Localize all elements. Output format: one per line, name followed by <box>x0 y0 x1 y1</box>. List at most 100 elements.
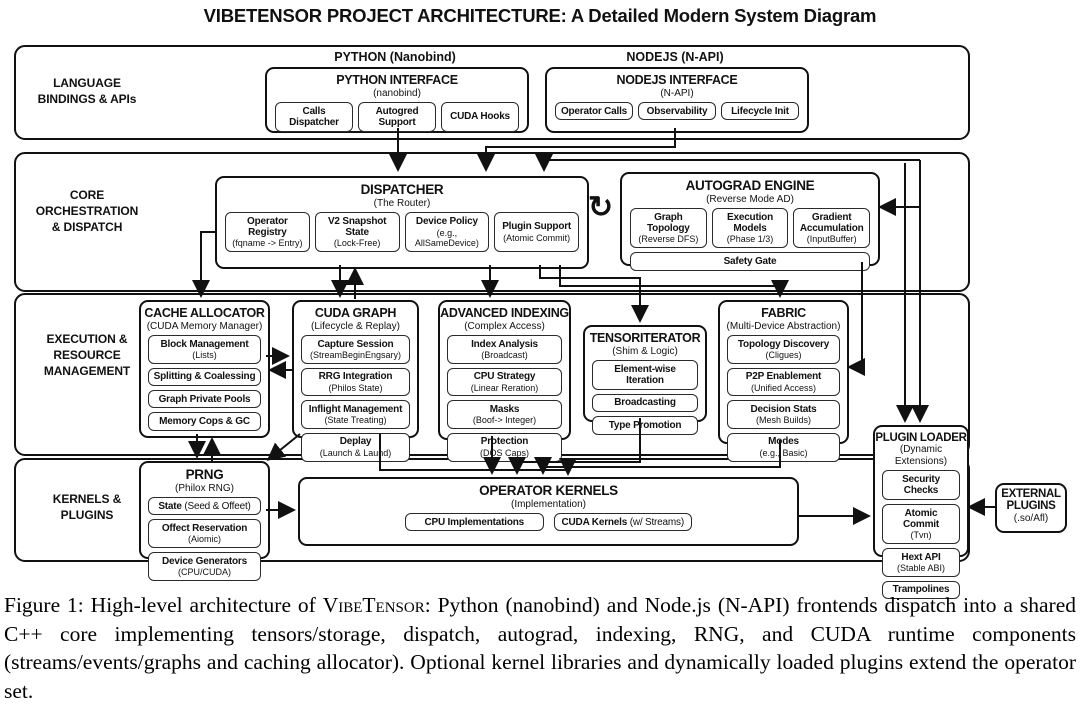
box-subtitle: (The Router) <box>373 197 431 209</box>
chip: Atomic Commit(Tvn) <box>882 504 960 545</box>
caption-prefix: Figure 1: High-level architecture of <box>4 593 323 617</box>
chip: Execution Models(Phase 1/3) <box>711 208 789 249</box>
python-interface-box: PYTHON INTERFACE (nanobind) Calls Dispat… <box>265 67 529 133</box>
box-subtitle: (N-API) <box>660 87 694 99</box>
chip: Autogred Support <box>358 102 436 132</box>
box-subtitle: (Philox RNG) <box>175 482 234 494</box>
cache-allocator-box: CACHE ALLOCATOR (CUDA Memory Manager) Bl… <box>139 300 270 438</box>
chip-list: Topology Discovery(Cligues) P2P Enablemen… <box>720 335 847 462</box>
chip: Topology Discovery(Cligues) <box>727 335 840 364</box>
chip: Safety Gate <box>630 252 870 271</box>
chip: Gradient Accumulation(InputBuffer) <box>793 208 871 249</box>
chip: Operator Registry(fqname -> Entry) <box>225 212 310 253</box>
box-subtitle: (CUDA Memory Manager) <box>146 320 263 332</box>
cuda-graph-box: CUDA GRAPH (Lifecycle & Replay) Capture … <box>292 300 419 462</box>
fabric-box: FABRIC (Multi-Device Abstraction) Topolo… <box>718 300 849 462</box>
autograd-engine-box: AUTOGRAD ENGINE (Reverse Mode AD) Graph … <box>620 172 880 271</box>
box-title: NODEJS INTERFACE <box>616 73 738 87</box>
chip: Lifecycle Init <box>721 102 799 121</box>
box-subtitle: (Shim & Logic) <box>612 345 678 357</box>
box-title: PYTHON INTERFACE <box>336 73 458 87</box>
chip-list: Block Management(Lists) Splitting & Coale… <box>141 335 268 431</box>
chip: Block Management(Lists) <box>148 335 261 364</box>
chip: Masks(Boof-> Integer) <box>447 400 562 429</box>
nodejs-group-header: NODEJS (N-API) <box>626 50 724 64</box>
chip: Modes(e.g., Basic) <box>727 432 840 462</box>
chip: Device Generators(CPU/CUDA) <box>148 552 261 581</box>
chip-list: Index Analysis(Broadcast) CPU Strategy(Li… <box>440 335 569 462</box>
plugin-loader-box: PLUGIN LOADER (Dynamic Extensions) Secur… <box>873 425 969 600</box>
chip: CUDA Kernels (w/ Streams) <box>553 513 692 532</box>
caption-brand: VibeTensor <box>322 593 425 617</box>
chip: Operator Calls <box>555 102 633 121</box>
chip-list: Capture Session(StreamBeginEngsary) RRG I… <box>294 335 417 462</box>
chip: Broadcasting <box>592 393 698 413</box>
box-title: DISPATCHER <box>360 182 444 197</box>
box-title: EXTERNAL PLUGINS <box>1001 488 1061 513</box>
operator-kernels-box: OPERATOR KERNELS (Implementation) CPU Im… <box>298 477 799 546</box>
box-subtitle: (Complex Access) <box>464 320 545 332</box>
external-plugins-box: EXTERNAL PLUGINS (.so/Afl) <box>995 483 1067 533</box>
chip: Graph Topology(Reverse DFS) <box>630 208 707 249</box>
prng-box: PRNG (Philox RNG) State (Seed & Offeet) O… <box>139 461 270 581</box>
chip: Graph Private Pools <box>148 390 261 409</box>
chip: Type Promotion <box>592 416 698 435</box>
chip: Capture Session(StreamBeginEngsary) <box>301 335 410 364</box>
chip-list: Operator Calls Observability Lifecycle Ini… <box>547 102 807 121</box>
chip: Device Policy(e.g., AllSameDevice) <box>404 212 490 253</box>
box-subtitle: (Dynamic Extensions) <box>894 444 948 467</box>
band-label-language: LANGUAGE BINDINGS & APIs <box>37 76 137 106</box>
chip: Memory Cops & GC <box>148 412 261 431</box>
chip: State (Seed & Offeet) <box>148 497 261 516</box>
chip: V2 Snapshot State(Lock-Free) <box>314 212 400 253</box>
loop-icon: ↻ <box>588 191 614 224</box>
box-title: TENSORITERATOR <box>589 331 701 345</box>
chip: Element-wise Iteration <box>592 360 698 390</box>
chip-list: Operator Registry(fqname -> Entry)V2 Sna… <box>217 212 587 253</box>
band-label-execution: EXECUTION & RESOURCE MANAGEMENT <box>43 332 131 378</box>
python-group-header: PYTHON (Nanobind) <box>334 50 456 64</box>
chip-list: Graph Topology(Reverse DFS)Execution Mod… <box>622 208 878 271</box>
chip: P2P Enablement(Unified Access) <box>727 367 840 397</box>
chip: Observability <box>638 102 716 121</box>
band-label-kernels: KERNELS & PLUGINS <box>52 492 122 522</box>
box-subtitle: (Multi-Device Abstraction) <box>726 320 841 332</box>
chip: RRG Integration(Philos State) <box>301 367 410 397</box>
chip: Index Analysis(Broadcast) <box>447 335 562 364</box>
chip: Protection(DOS Caps) <box>447 432 562 462</box>
chip: Offect Reservation(Aiomic) <box>148 519 261 549</box>
box-subtitle: (Lifecycle & Replay) <box>311 320 400 332</box>
caption-rest: : Python (nanobind) and Node.js (N-API) … <box>4 593 1076 703</box>
chip: Plugin Support(Atomic Commit) <box>494 212 579 253</box>
chip: CUDA Hooks <box>441 102 519 132</box>
box-title: CACHE ALLOCATOR <box>144 306 265 320</box>
band-label-core: CORE ORCHESTRATION & DISPATCH <box>35 188 139 234</box>
box-title: CUDA GRAPH <box>314 306 397 320</box>
box-title: PLUGIN LOADER <box>875 432 967 444</box>
box-title: FABRIC <box>761 306 806 320</box>
chip: Hext API(Stable ABI) <box>882 548 960 577</box>
box-title: PRNG <box>185 467 224 482</box>
dispatcher-box: DISPATCHER (The Router) Operator Registr… <box>215 176 589 269</box>
box-title: OPERATOR KERNELS <box>479 483 618 498</box>
chip: Inflight Management(State Treating) <box>301 400 410 429</box>
chip: Decision Stats(Mesh Builds) <box>727 400 840 429</box>
chip: Deplay(Launch & Laund) <box>301 432 410 462</box>
chip: Security Checks <box>882 470 960 501</box>
chip-list: State (Seed & Offeet) Offect Reservation(… <box>141 497 268 581</box>
chip: CPU Strategy(Linear Reration) <box>447 367 562 397</box>
page-title: VIBETENSOR PROJECT ARCHITECTURE: A Detai… <box>203 5 877 26</box>
box-subtitle: (nanobind) <box>373 87 421 99</box>
box-subtitle: (Implementation) <box>510 498 587 510</box>
chip: Calls Dispatcher <box>275 102 353 132</box>
box-title: AUTOGRAD ENGINE <box>685 178 815 193</box>
chip: Splitting & Coalessing <box>148 367 261 387</box>
tensoriterator-box: TENSORITERATOR (Shim & Logic) Element-wi… <box>583 325 707 435</box>
advanced-indexing-box: ADVANCED INDEXING (Complex Access) Index… <box>438 300 571 462</box>
chip: CPU Implementations <box>405 513 544 532</box>
